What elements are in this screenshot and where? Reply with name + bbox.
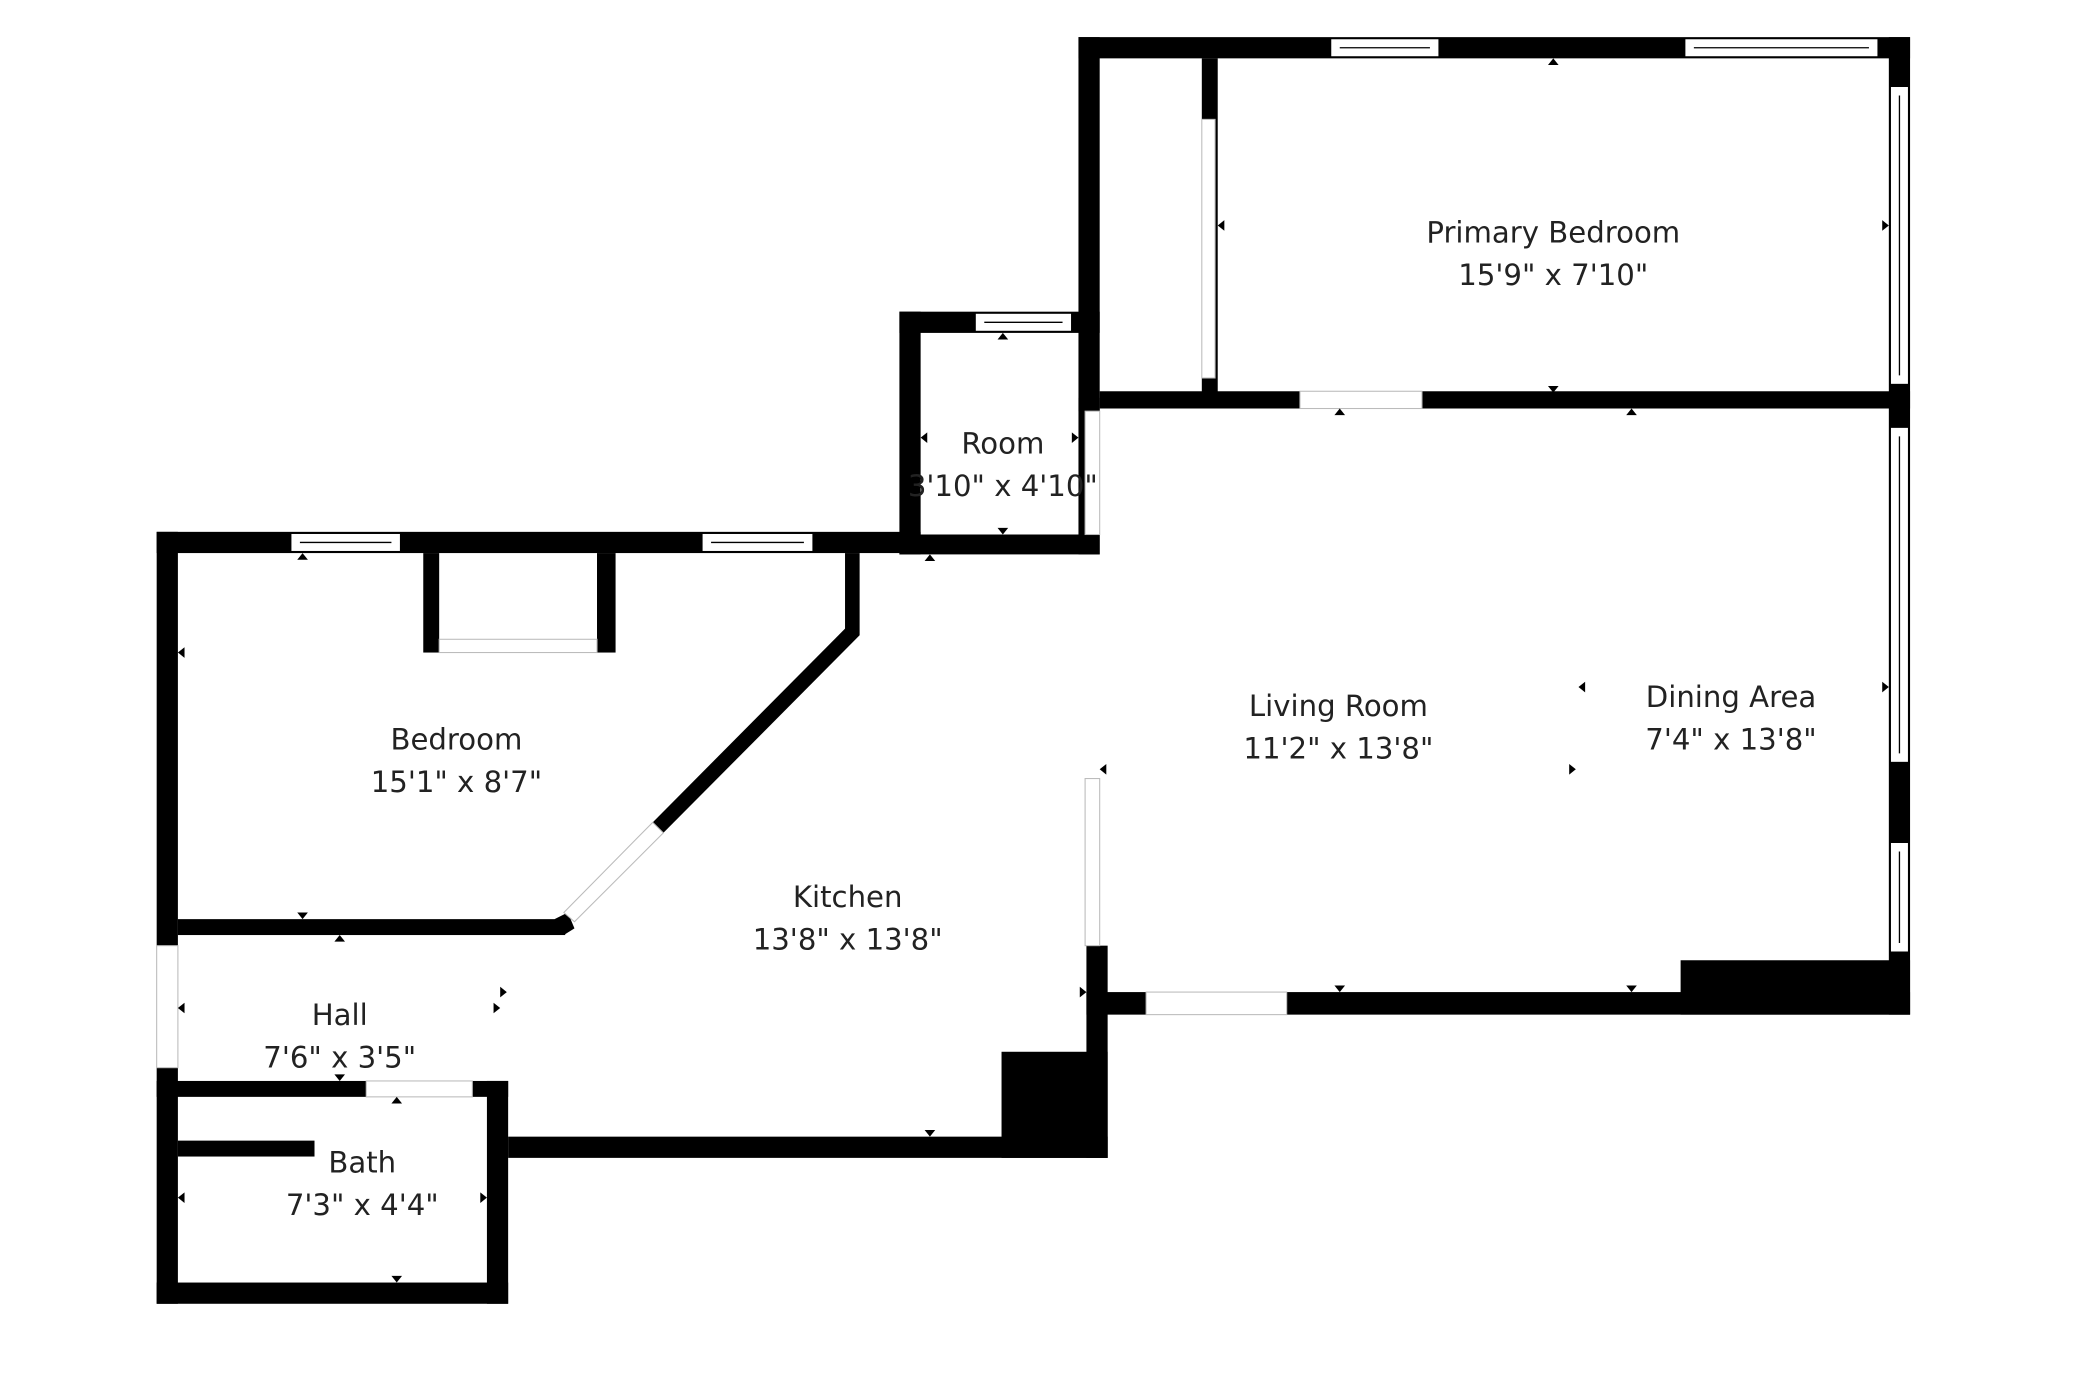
room-size-kitchen: 13'8" x 13'8" <box>753 923 943 957</box>
room-size-dining-area: 7'4" x 13'8" <box>1645 722 1816 756</box>
room-name-bath: Bath <box>328 1145 396 1179</box>
room-size-room: 3'10" x 4'10" <box>908 469 1098 503</box>
room-labels: Primary Bedroom 15'9" x 7'10" Room 3'10"… <box>263 216 1816 1222</box>
room-name-living-room: Living Room <box>1249 689 1428 723</box>
room-name-hall: Hall <box>312 998 368 1032</box>
windows <box>289 37 1910 954</box>
openings <box>156 118 1423 1098</box>
room-size-bedroom: 15'1" x 8'7" <box>371 765 542 799</box>
room-size-primary-bedroom: 15'9" x 7'10" <box>1458 258 1648 292</box>
room-name-kitchen: Kitchen <box>793 880 903 914</box>
room-size-living-room: 11'2" x 13'8" <box>1243 732 1433 766</box>
walls <box>156 37 1911 1304</box>
room-size-bath: 7'3" x 4'4" <box>286 1188 439 1222</box>
room-name-room: Room <box>961 427 1044 461</box>
dimension-markers <box>177 58 1889 1283</box>
room-name-bedroom: Bedroom <box>390 722 522 756</box>
room-name-primary-bedroom: Primary Bedroom <box>1426 216 1680 250</box>
room-size-hall: 7'6" x 3'5" <box>263 1041 416 1075</box>
room-name-dining-area: Dining Area <box>1646 680 1816 714</box>
